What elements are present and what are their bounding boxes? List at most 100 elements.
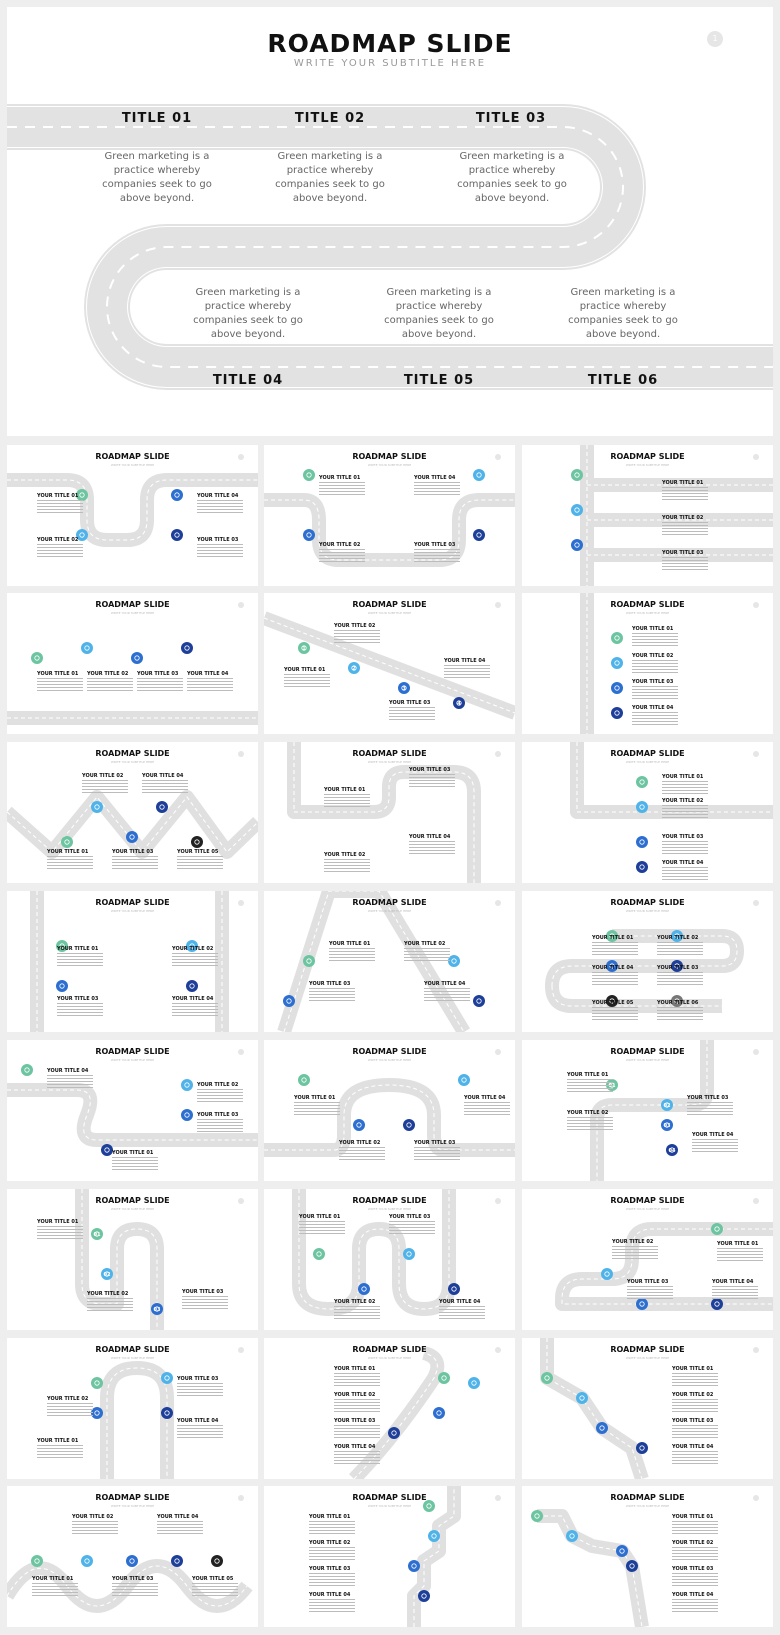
stage-title-1: TITLE 01 xyxy=(121,111,193,126)
slide-thumbnail[interactable]: ROADMAP SLIDE WRITE YOUR SUBTITLE HERE YOU… xyxy=(7,445,258,586)
milestone-label: YOUR TITLE 03 xyxy=(627,1279,669,1285)
placeholder-text-lines xyxy=(324,859,370,873)
milestone-icon xyxy=(609,998,615,1004)
placeholder-text-lines xyxy=(137,678,183,692)
placeholder-text-lines xyxy=(592,972,638,986)
milestone-marker xyxy=(606,995,618,1007)
milestone-label: YOUR TITLE 03 xyxy=(182,1289,224,1295)
milestone-icon xyxy=(476,998,482,1004)
thumbnail-title: ROADMAP SLIDE xyxy=(95,1493,170,1502)
thumbnail-title: ROADMAP SLIDE xyxy=(610,1196,685,1205)
thumbnail-title: ROADMAP SLIDE xyxy=(352,898,427,907)
placeholder-text-lines xyxy=(157,1521,203,1535)
milestone-marker xyxy=(636,776,648,788)
road-centerline xyxy=(537,1515,643,1627)
thumbnail-title: ROADMAP SLIDE xyxy=(95,452,170,461)
milestone-marker xyxy=(76,529,88,541)
thumbnail-subtitle: WRITE YOUR SUBTITLE HERE xyxy=(110,463,155,467)
milestone-icon xyxy=(456,700,462,706)
milestone-icon xyxy=(674,933,680,939)
thumbnail-title: ROADMAP SLIDE xyxy=(352,1345,427,1354)
milestone-icon xyxy=(406,1122,412,1128)
placeholder-text-lines xyxy=(632,633,678,647)
milestone-marker xyxy=(671,930,683,942)
milestone-marker xyxy=(91,1377,103,1389)
thumbnail-road xyxy=(91,1361,174,1479)
page-number-badge xyxy=(753,1198,759,1204)
milestone-label: YOUR TITLE 03 xyxy=(334,1418,376,1424)
placeholder-text-lines xyxy=(334,630,380,644)
milestone-icon xyxy=(569,1533,575,1539)
thumbnail-road xyxy=(540,1338,649,1479)
placeholder-text-lines xyxy=(464,1102,510,1116)
milestone-label: YOUR TITLE 02 xyxy=(82,773,124,779)
milestone-marker xyxy=(303,529,315,541)
milestone-label: YOUR TITLE 01 xyxy=(37,1219,79,1225)
thumbnail-subtitle: WRITE YOUR SUBTITLE HERE xyxy=(625,760,670,764)
milestone-label: YOUR TITLE 03 xyxy=(197,537,239,543)
placeholder-text-lines xyxy=(37,1226,83,1240)
milestone-label: YOUR TITLE 01 xyxy=(324,787,366,793)
milestone-icon xyxy=(534,1513,540,1519)
placeholder-text-lines xyxy=(389,1221,435,1235)
milestone-label: YOUR TITLE 04 xyxy=(444,658,486,664)
milestone-marker xyxy=(161,1407,173,1419)
placeholder-text-lines xyxy=(334,1451,380,1465)
hero-slide[interactable]: ROADMAP SLIDE WRITE YOUR SUBTITLE HERE 1… xyxy=(7,7,773,436)
thumbnail-title: ROADMAP SLIDE xyxy=(610,749,685,758)
thumbnail-subtitle: WRITE YOUR SUBTITLE HERE xyxy=(110,909,155,913)
milestone-marker xyxy=(403,1119,415,1131)
page-number-badge xyxy=(753,602,759,608)
milestone-label: YOUR TITLE 01 xyxy=(37,1438,79,1444)
milestone-marker xyxy=(571,539,583,551)
placeholder-text-lines xyxy=(177,1383,223,1397)
placeholder-text-lines xyxy=(717,1248,763,1262)
milestone-label: YOUR TITLE 01 xyxy=(309,1514,351,1520)
milestone-number: 4 xyxy=(457,701,461,707)
milestone-marker xyxy=(61,836,73,848)
milestone-icon xyxy=(194,839,200,845)
placeholder-text-lines xyxy=(284,674,330,688)
milestone-marker xyxy=(91,1407,103,1419)
page-number-badge xyxy=(753,751,759,757)
milestone-label: YOUR TITLE 02 xyxy=(87,1291,129,1297)
milestone-label: YOUR TITLE 01 xyxy=(672,1514,714,1520)
milestone-label: YOUR TITLE 04 xyxy=(409,834,451,840)
thumbnail-title: ROADMAP SLIDE xyxy=(610,452,685,461)
placeholder-text-lines xyxy=(309,1573,355,1587)
milestone-icon xyxy=(431,1533,437,1539)
milestone-marker xyxy=(81,1555,93,1567)
placeholder-text-lines xyxy=(112,1157,158,1171)
milestone-label: YOUR TITLE 02 xyxy=(87,671,129,677)
page-number-badge xyxy=(495,900,501,906)
milestone-number: 2 xyxy=(352,666,356,672)
milestone-marker xyxy=(101,1144,113,1156)
milestone-label: YOUR TITLE 01 xyxy=(632,626,674,632)
milestone-marker xyxy=(606,960,618,972)
thumbnail-subtitle: WRITE YOUR SUBTITLE HERE xyxy=(110,760,155,764)
placeholder-text-lines xyxy=(172,953,218,967)
